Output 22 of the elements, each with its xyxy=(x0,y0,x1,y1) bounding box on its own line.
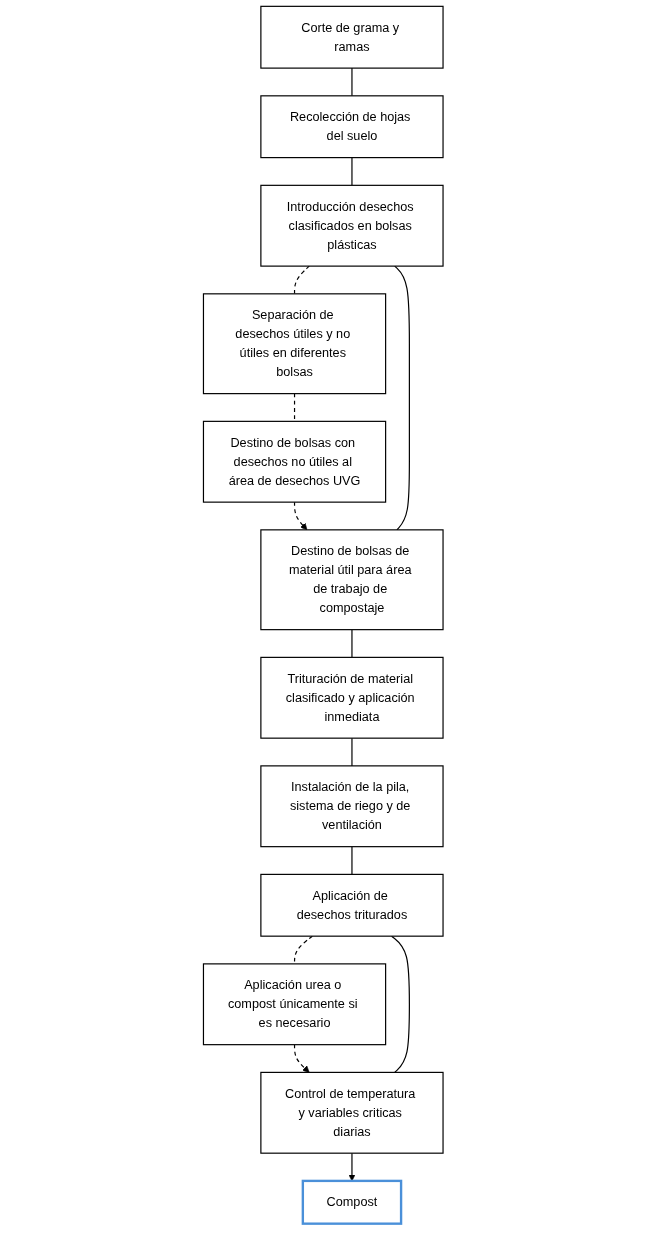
node-box: Recolección de hojas del suelo xyxy=(260,95,444,159)
connector xyxy=(351,737,353,767)
node-box: Introducción desechos clasificados en bolsas plásticas xyxy=(260,184,444,267)
connector xyxy=(391,935,411,1073)
node-box: Separación de desechos útiles y no útiles en diferentes bolsas xyxy=(203,293,387,395)
node-box: Trituración de material clasificado y aplicación inmediata xyxy=(260,656,444,739)
node-box: Instalación de la pila, sistema de riego y de ventilación xyxy=(260,765,444,848)
node-box: Destino de bolsas de material útil para área de trabajo de compostaje xyxy=(260,529,444,631)
connector xyxy=(351,67,353,97)
arrow xyxy=(294,501,308,531)
node-box: Compost xyxy=(301,1179,403,1225)
node-box: Aplicación urea o compost únicamente si es necesario xyxy=(203,963,387,1046)
connector xyxy=(394,265,411,531)
connector xyxy=(351,629,353,658)
connector xyxy=(351,157,353,186)
connector xyxy=(351,846,353,875)
node-box: Control de temperatura y variables criticas diarias xyxy=(260,1071,444,1154)
node-box: Destino de bolsas con desechos no útiles al área de desechos UVG xyxy=(203,420,387,503)
node-box: Aplicación de desechos triturados xyxy=(260,873,444,937)
arrow xyxy=(294,1044,310,1073)
node-box: Corte de grama y ramas xyxy=(260,5,444,69)
connector xyxy=(294,265,311,295)
